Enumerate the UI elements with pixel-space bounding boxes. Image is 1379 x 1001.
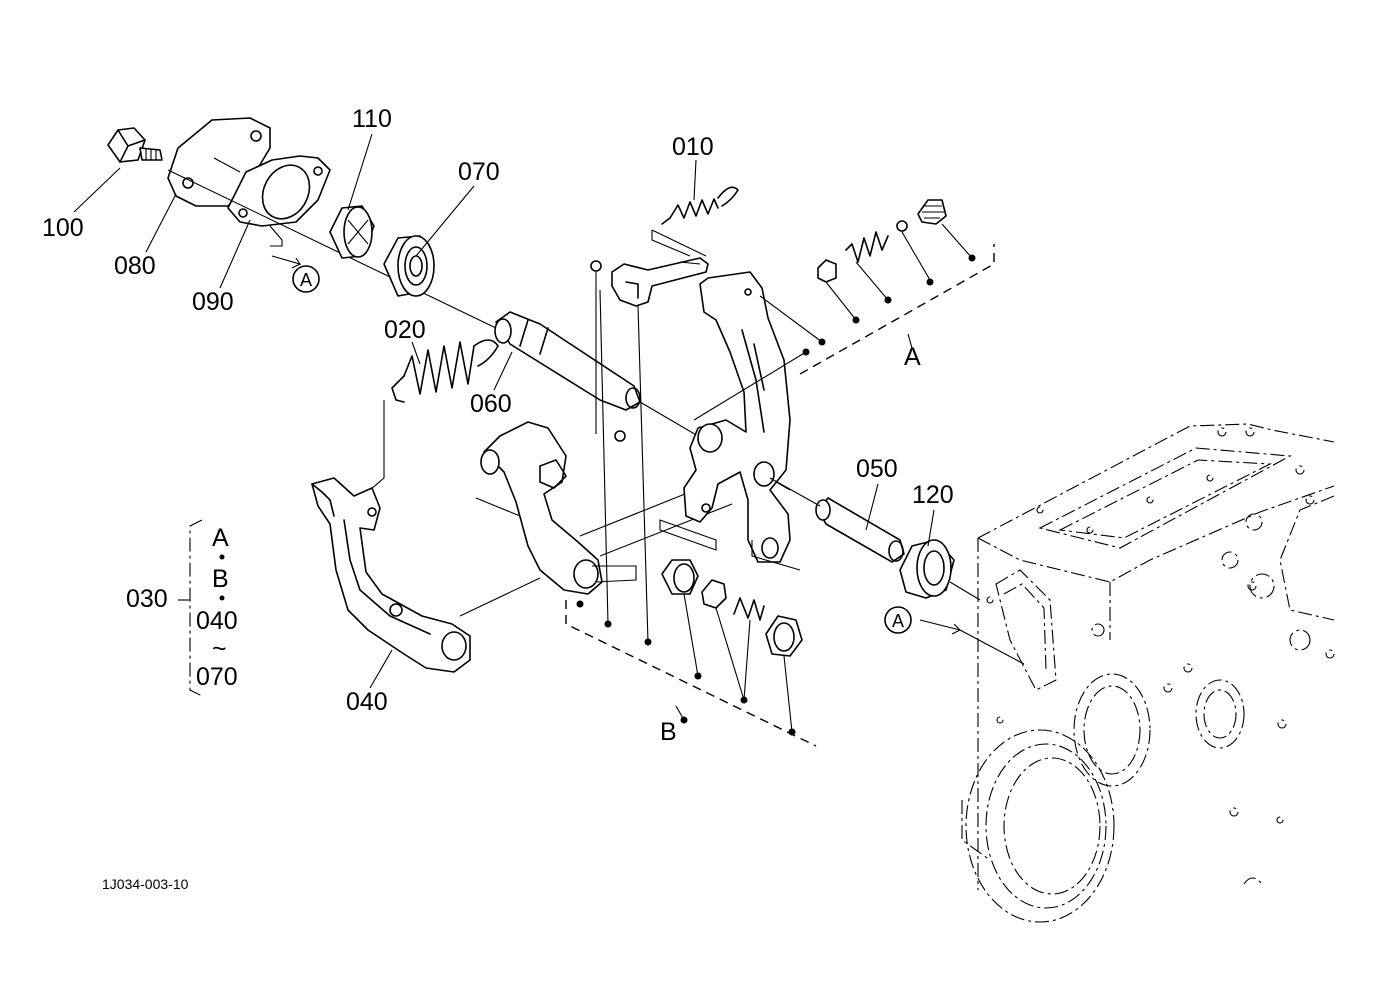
svg-text:A: A	[892, 611, 904, 631]
spring-010	[651, 186, 739, 257]
label-090: 090	[192, 288, 234, 316]
figure-id: 1J034-003-10	[102, 876, 189, 892]
subassembly-b-label: B	[660, 718, 677, 746]
group-line-5: 070	[196, 663, 238, 691]
part-leader-lines	[73, 133, 935, 689]
bushing-110	[329, 205, 375, 259]
spring-020	[369, 339, 499, 491]
group-line-1: A	[212, 524, 229, 552]
label-110: 110	[352, 105, 392, 133]
label-120: 120	[912, 481, 954, 509]
label-010: 010	[672, 133, 714, 161]
bearing-120	[899, 539, 981, 601]
gasket-090	[227, 155, 331, 247]
label-100: 100	[42, 214, 84, 242]
assembly-group-bracket	[178, 519, 203, 697]
svg-text:A: A	[300, 270, 312, 290]
ref-marker-bottom: A	[884, 606, 912, 634]
lever-arm-030	[475, 421, 733, 595]
pin-050	[769, 477, 905, 563]
bolt-100	[107, 127, 163, 163]
lever-040	[311, 477, 541, 673]
ref-marker-top: A	[292, 265, 320, 293]
subassembly-a-label: A	[904, 343, 921, 371]
leader-dots	[576, 254, 976, 736]
label-080: 080	[114, 252, 156, 280]
subassembly-b-parts	[661, 559, 803, 733]
link-part	[590, 257, 709, 307]
label-040: 040	[346, 688, 388, 716]
label-030: 030	[126, 585, 168, 613]
label-050: 050	[856, 455, 898, 483]
group-b-bracket	[565, 600, 817, 747]
label-060: 060	[470, 390, 512, 418]
label-020: 020	[384, 316, 426, 344]
subassembly-a-parts	[693, 199, 973, 421]
governor-plate	[659, 271, 801, 571]
group-line-3: 040	[196, 607, 238, 635]
label-070: 070	[458, 158, 500, 186]
engine-housing	[961, 423, 1335, 923]
group-line-4: ~	[212, 635, 227, 663]
bearing-070	[383, 235, 435, 297]
group-line-2: B	[212, 565, 229, 593]
